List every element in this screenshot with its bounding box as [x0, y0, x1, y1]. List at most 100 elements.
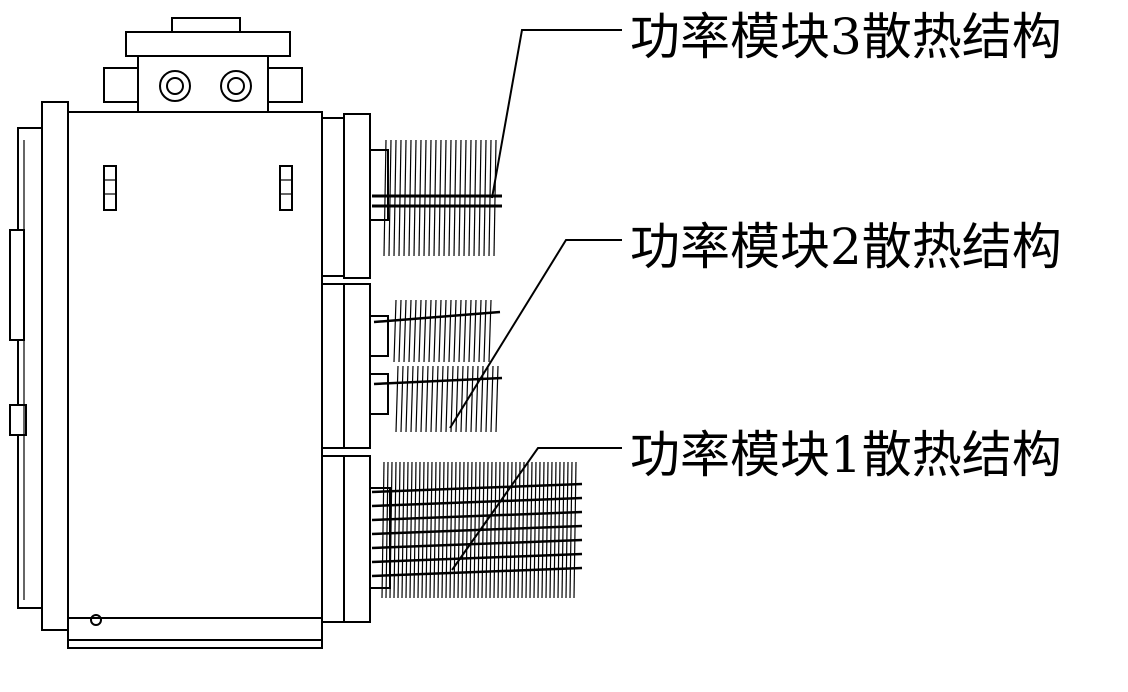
fin	[371, 482, 583, 494]
fin	[401, 461, 405, 599]
fin	[388, 139, 392, 257]
fin	[483, 139, 487, 257]
module3-heat-sink	[369, 139, 502, 257]
fin	[403, 299, 407, 363]
leader-line-module3	[491, 29, 622, 199]
fin	[405, 461, 409, 599]
fin	[458, 299, 462, 363]
fin	[371, 538, 583, 550]
fin	[569, 461, 573, 599]
fin	[371, 496, 583, 508]
fin	[393, 299, 397, 363]
module-frames	[321, 113, 371, 623]
fin	[445, 365, 449, 433]
fin	[533, 461, 537, 599]
fin	[463, 139, 467, 257]
fin	[398, 139, 402, 257]
fin	[371, 552, 583, 564]
fin	[438, 139, 442, 257]
fin	[413, 139, 417, 257]
fin	[421, 461, 425, 599]
fin	[468, 299, 472, 363]
fin	[430, 365, 434, 433]
fin	[400, 365, 404, 433]
fin	[557, 461, 561, 599]
fin	[443, 299, 447, 363]
fin	[420, 365, 424, 433]
fin	[425, 365, 429, 433]
fin	[573, 461, 577, 599]
fin	[373, 310, 501, 324]
fin	[371, 566, 583, 578]
fin	[425, 461, 429, 599]
fin	[458, 139, 462, 257]
fin	[428, 299, 432, 363]
fin	[529, 461, 533, 599]
leader-line-module2	[449, 239, 622, 429]
fin	[495, 365, 499, 433]
fin	[409, 461, 413, 599]
fin	[371, 510, 583, 522]
fin	[473, 139, 477, 257]
fin	[463, 299, 467, 363]
fin	[537, 461, 541, 599]
fin	[488, 299, 492, 363]
fin	[408, 139, 412, 257]
fin	[383, 139, 387, 257]
fin	[443, 139, 447, 257]
fin	[478, 139, 482, 257]
fin	[418, 139, 422, 257]
fin	[545, 461, 549, 599]
fin	[448, 299, 452, 363]
fin	[450, 365, 454, 433]
fin	[475, 365, 479, 433]
fin	[405, 365, 409, 433]
fin	[393, 461, 397, 599]
heat-pipe-bracket	[369, 149, 389, 221]
label-module3-heat-dissipation: 功率模块3散热结构	[630, 8, 1062, 66]
fin	[393, 139, 397, 257]
fin	[480, 365, 484, 433]
fin	[549, 461, 553, 599]
fin	[423, 139, 427, 257]
heat-pipe-bracket	[369, 315, 389, 357]
fin	[433, 299, 437, 363]
fin	[428, 139, 432, 257]
fin	[441, 461, 445, 599]
fin	[513, 461, 517, 599]
fin	[485, 365, 489, 433]
fin	[418, 299, 422, 363]
label-module2-heat-dissipation: 功率模块2散热结构	[630, 218, 1062, 276]
fin	[488, 139, 492, 257]
fin	[413, 461, 417, 599]
fin	[453, 299, 457, 363]
fin	[408, 299, 412, 363]
fin	[521, 461, 525, 599]
fin	[541, 461, 545, 599]
fin	[448, 139, 452, 257]
fin	[509, 461, 513, 599]
label-module1-heat-dissipation: 功率模块1散热结构	[630, 426, 1062, 484]
fin	[470, 365, 474, 433]
fin	[435, 365, 439, 433]
fin	[493, 139, 497, 257]
fin	[525, 461, 529, 599]
fin	[473, 299, 477, 363]
cabinet-body	[41, 101, 323, 649]
fin	[403, 139, 407, 257]
fin	[371, 524, 583, 536]
leader-line-module1	[451, 447, 622, 571]
fin	[410, 365, 414, 433]
fin	[438, 299, 442, 363]
fin	[395, 365, 399, 433]
fin	[468, 139, 472, 257]
fin	[553, 461, 557, 599]
fin	[483, 299, 487, 363]
fin	[460, 365, 464, 433]
fin	[398, 299, 402, 363]
fin	[433, 461, 437, 599]
fin	[433, 139, 437, 257]
fin	[490, 365, 494, 433]
fin	[440, 365, 444, 433]
